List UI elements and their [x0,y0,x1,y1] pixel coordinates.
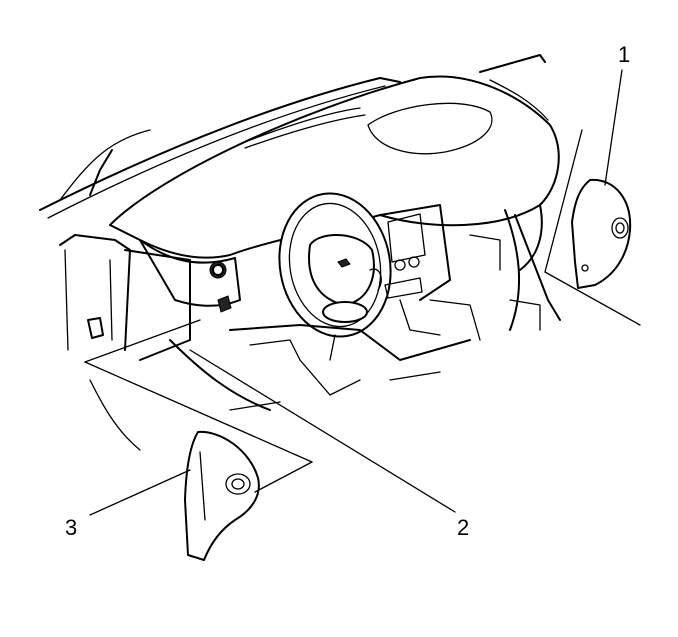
left-hinge-pillar [59,234,191,451]
instrument-panel [109,75,560,307]
steering-wheel [278,192,392,361]
part-3-left-closeout-panel [184,430,260,561]
windshield-frame [39,54,549,219]
floor-console [169,299,481,411]
callout-3: 3 [65,515,77,540]
callout-2: 2 [457,515,469,540]
right-hinge-pillar [469,209,561,331]
leader-lines [84,69,641,516]
part-1-right-closeout-panel [571,178,632,289]
callout-1: 1 [618,42,630,67]
center-stack [209,213,426,313]
